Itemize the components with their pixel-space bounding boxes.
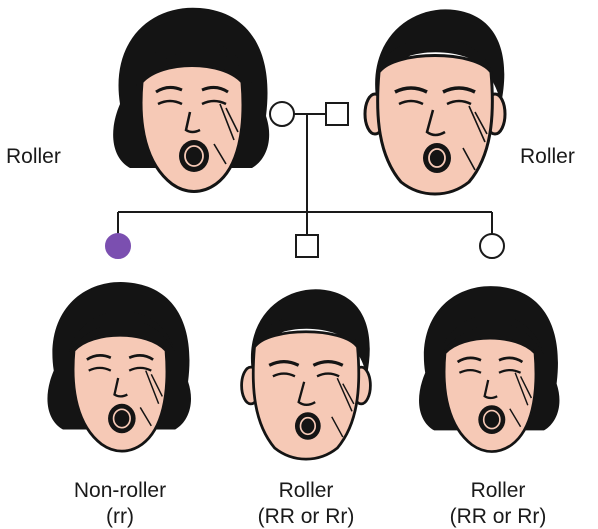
child-1-affected-female-symbol	[106, 234, 130, 258]
mother-phenotype-label: Roller	[6, 144, 86, 169]
child-3-female-symbol	[480, 234, 504, 258]
child-2-genotype-label: (RR or Rr)	[226, 504, 386, 529]
child-1-genotype-label: (rr)	[40, 504, 200, 529]
child-1-face-illustration	[47, 282, 191, 451]
child-3-face-illustration	[419, 286, 559, 451]
child-1-phenotype-label: Non-roller	[40, 478, 200, 503]
child-3-phenotype-label: Roller	[418, 478, 578, 503]
mother-female-symbol	[270, 102, 294, 126]
child-2-face-illustration	[242, 289, 371, 459]
child-2-phenotype-label: Roller	[226, 478, 386, 503]
father-phenotype-label: Roller	[520, 144, 596, 169]
mother-face-illustration	[113, 8, 269, 192]
father-male-symbol	[326, 103, 348, 125]
father-face-illustration	[365, 9, 505, 194]
child-3-genotype-label: (RR or Rr)	[418, 504, 578, 529]
child-2-male-symbol	[296, 235, 318, 257]
